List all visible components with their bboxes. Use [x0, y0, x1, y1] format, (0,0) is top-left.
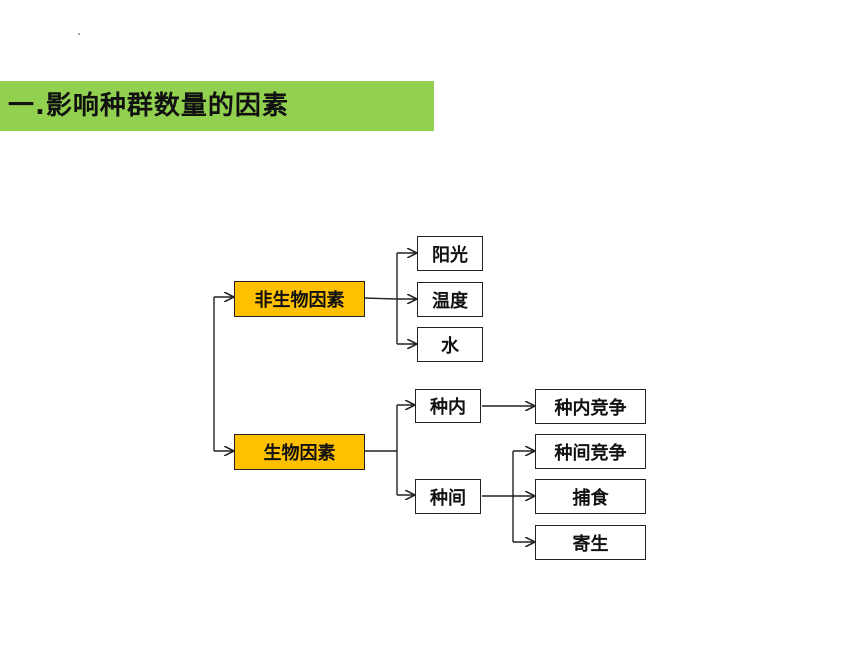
- predation-box: 捕食: [535, 479, 646, 514]
- abiotic-factors-box: 非生物因素: [234, 281, 365, 317]
- abiotic-stem-line: [363, 297, 398, 300]
- title-banner: 一.影响种群数量的因素: [0, 81, 434, 131]
- intraspecific-box: 种内: [415, 389, 481, 423]
- decorative-dot: [78, 33, 80, 35]
- page-title: 一.影响种群数量的因素: [8, 91, 289, 121]
- interspecific-box: 种间: [415, 479, 481, 514]
- intraspecific-competition-box: 种内竞争: [535, 389, 646, 424]
- parasitism-box: 寄生: [535, 525, 646, 560]
- interspecific-competition-box: 种间竞争: [535, 434, 646, 469]
- sunlight-box: 阳光: [417, 236, 483, 271]
- temperature-box: 温度: [417, 282, 483, 317]
- water-box: 水: [417, 327, 483, 362]
- biotic-factors-box: 生物因素: [234, 434, 365, 470]
